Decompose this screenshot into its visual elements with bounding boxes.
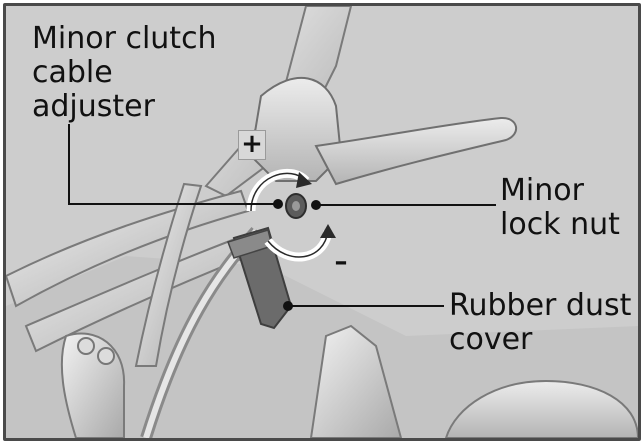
label-minor-lock-nut: Minor lock nut bbox=[500, 174, 620, 242]
diagram-frame: Minor clutch cable adjuster Minor lock n… bbox=[3, 3, 641, 441]
label-minor-clutch-cable-adjuster: Minor clutch cable adjuster bbox=[32, 22, 217, 124]
plus-sign: + bbox=[238, 130, 266, 160]
label-rubber-dust-cover: Rubber dust cover bbox=[449, 289, 631, 357]
minus-sign: – bbox=[330, 249, 352, 275]
